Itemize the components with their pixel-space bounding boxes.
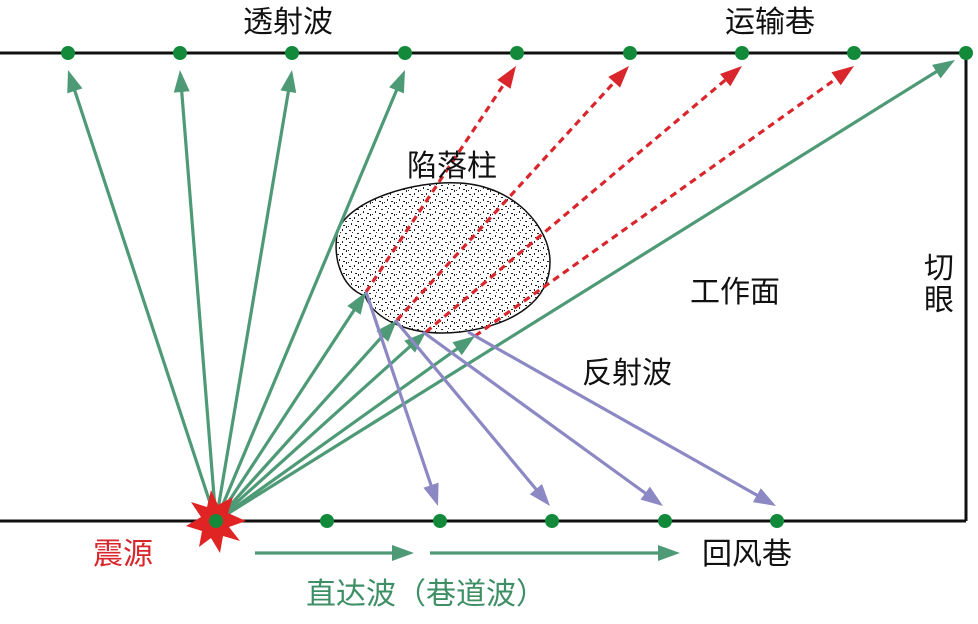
receiver-point-upper <box>398 46 412 60</box>
reflected-ray <box>364 291 439 506</box>
working-face-label: 工作面 <box>690 275 780 310</box>
collapse-column-label: 陷落柱 <box>407 149 497 184</box>
receiver-point-upper <box>623 46 637 60</box>
attenuated-ray <box>474 66 854 338</box>
receiver-point-upper <box>285 46 299 60</box>
reflected-ray-head-icon <box>529 483 550 506</box>
reflected-ray <box>393 318 550 506</box>
attenuated-ray <box>395 66 629 322</box>
reflected-ray-head-icon <box>752 488 776 506</box>
receiver-point-upper <box>510 46 524 60</box>
reflected-ray-head-icon <box>423 482 439 506</box>
incident-ray <box>215 336 475 523</box>
source-point <box>209 514 223 528</box>
receiver-point-upper <box>735 46 749 60</box>
receiver-point-upper <box>173 46 187 60</box>
reflected-ray <box>422 330 663 506</box>
seismic-source <box>186 490 246 553</box>
attenuated-ray-head-icon <box>608 66 629 88</box>
reflected-wave-label: 反射波 <box>582 356 672 391</box>
direct-wave-label: 直达波（巷道波） <box>306 577 546 612</box>
incident-ray-head-icon <box>376 320 397 342</box>
transmitted-ray <box>215 60 955 523</box>
incident-ray-head-icon <box>347 292 366 315</box>
direct-wave-arrows <box>255 545 680 561</box>
incident-ray <box>214 292 366 522</box>
attenuated-ray-head-icon <box>497 66 516 89</box>
transmitted-ray-head-icon <box>67 70 83 94</box>
attenuated-ray-head-icon <box>720 66 742 87</box>
direct-wave-arrow <box>255 545 414 561</box>
attenuated-ray <box>424 66 742 334</box>
transmitted-ray-head-icon <box>280 70 297 94</box>
haulage-roadway-label: 运输巷 <box>725 5 815 40</box>
attenuated-ray <box>364 66 516 293</box>
receiver-point-lower <box>770 514 784 528</box>
transmitted-ray-head-icon <box>389 70 405 94</box>
collapse-column <box>335 181 551 334</box>
receiver-point-lower <box>658 514 672 528</box>
return-airway-label: 回风巷 <box>702 537 792 572</box>
working-panel-frame <box>0 51 968 523</box>
transmitted-ray-head-icon <box>173 70 190 93</box>
direct-wave-arrow-head-icon <box>392 545 414 561</box>
reflected-ray-head-icon <box>640 486 663 506</box>
direct-wave-arrow-head-icon <box>658 545 680 561</box>
direct-wave-arrow <box>430 545 680 561</box>
receiver-point-upper <box>959 46 973 60</box>
receiver-point-lower <box>433 514 447 528</box>
attenuated-ray-head-icon <box>831 66 854 86</box>
transmitted-ray <box>214 70 297 522</box>
incident-ray-head-icon <box>452 336 475 356</box>
transmitted-ray <box>173 70 218 522</box>
transmitted-ray <box>214 70 405 522</box>
incident-ray <box>214 320 397 523</box>
receiver-point-lower <box>545 514 559 528</box>
receiver-point-upper <box>847 46 861 60</box>
open-off-cut-label: 切眼 <box>924 251 954 318</box>
seismic-source-label: 震源 <box>93 537 153 572</box>
transmitted-ray <box>67 70 218 522</box>
receiver-point-upper <box>61 46 75 60</box>
transmitted-ray-head-icon <box>932 60 955 79</box>
reflected-ray <box>467 330 776 506</box>
receiver-point-lower <box>320 514 334 528</box>
transmitted-wave-label: 透射波 <box>243 5 333 40</box>
